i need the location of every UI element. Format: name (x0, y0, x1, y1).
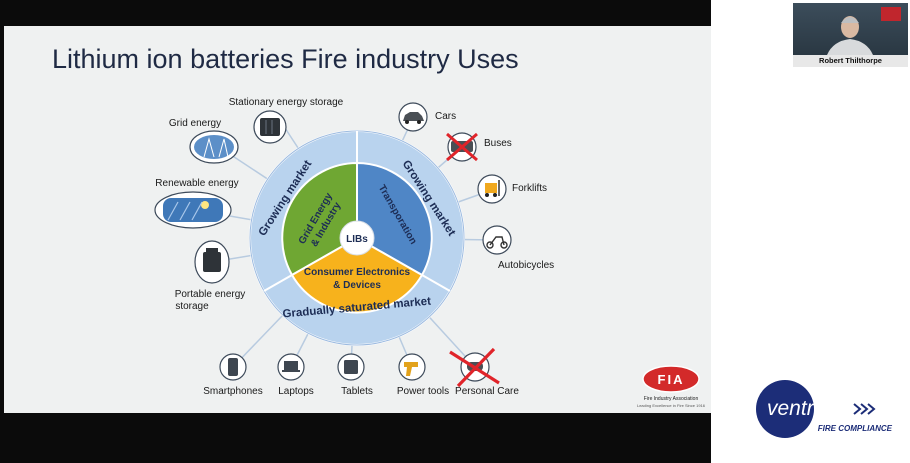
stationary-storage-item: Stationary energy storage (229, 97, 344, 144)
fia-letters: FIA (658, 372, 685, 387)
consumer-electronics-segment (290, 236, 424, 314)
drill-icon (404, 362, 418, 376)
participant-video-tile[interactable]: Robert Thilthorpe (793, 3, 908, 67)
tablets-label: Tablets (341, 386, 373, 397)
personal-care-label: Personal Care (455, 386, 519, 397)
presentation-slide-area: Lithium ion batteries Fire industry Uses (0, 0, 711, 463)
slide-content: Lithium ion batteries Fire industry Uses (4, 26, 711, 413)
fia-tagline: Leading Excellence in Fire Since 1916 (637, 403, 706, 408)
smartphones-label: Smartphones (203, 386, 262, 397)
forklifts-label: Forklifts (512, 183, 547, 194)
power-tools-label: Power tools (397, 386, 449, 397)
buses-label: Buses (484, 138, 512, 149)
ventro-sub-text: FIRE COMPLIANCE (818, 424, 893, 433)
laptops-label: Laptops (278, 386, 314, 397)
renewable-label: Renewable energy (155, 178, 238, 189)
participant-avatar (827, 7, 901, 55)
ventro-logo: ventro FIRE COMPLIANCE (756, 380, 893, 438)
buses-item: Buses (446, 132, 512, 162)
autobicycles-item: Autobicycles (482, 225, 554, 271)
slide-title: Lithium ion batteries Fire industry Uses (52, 44, 519, 74)
tablet-icon (344, 360, 358, 374)
lib-uses-diagram: LIBs Growing market Growing market Gradu… (154, 97, 706, 408)
participant-name: Robert Thilthorpe (793, 55, 908, 67)
laptop-icon (284, 361, 298, 370)
smartphones-item: Smartphones (203, 353, 263, 397)
consumer-segment-line1: Consumer Electronics (304, 267, 411, 278)
power-tools-item: Power tools (397, 353, 449, 397)
center-circle (339, 220, 375, 256)
tablets-item: Tablets (337, 353, 373, 397)
scooter-icon (486, 241, 494, 249)
chevrons-icon (853, 403, 876, 415)
grid-energy-label: Grid energy (169, 118, 221, 129)
laptops-item: Laptops (277, 353, 314, 397)
cross-out-icon (449, 347, 500, 388)
fia-logo: FIA Fire Industry Association Leading Ex… (637, 365, 706, 408)
portable-label-line2: storage (175, 301, 209, 312)
fia-org: Fire Industry Association (644, 396, 699, 402)
forklift-icon (485, 183, 497, 193)
portable-storage-item: Portable energy storage (175, 240, 246, 312)
cars-label: Cars (435, 111, 456, 122)
car-icon (403, 112, 424, 121)
transportation-segment (356, 161, 433, 277)
personal-care-item: Personal Care (449, 347, 519, 397)
cross-out-icon (446, 132, 478, 162)
portable-power-icon (203, 252, 221, 272)
smartphone-icon (228, 358, 238, 376)
consumer-segment-line2: & Devices (333, 280, 381, 291)
grid-energy-item: Grid energy (169, 118, 239, 164)
stationary-label: Stationary energy storage (229, 97, 344, 108)
cars-item: Cars (398, 102, 456, 132)
ventro-brand-text: ventro (767, 397, 826, 420)
renewable-energy-item: Renewable energy (154, 178, 239, 229)
autobicycles-label: Autobicycles (498, 260, 554, 271)
battery-cabinet-icon (260, 118, 280, 136)
forklifts-item: Forklifts (477, 174, 547, 204)
grid-energy-segment (281, 161, 358, 277)
portable-label-line1: Portable energy (175, 289, 246, 300)
center-label: LIBs (346, 234, 368, 245)
